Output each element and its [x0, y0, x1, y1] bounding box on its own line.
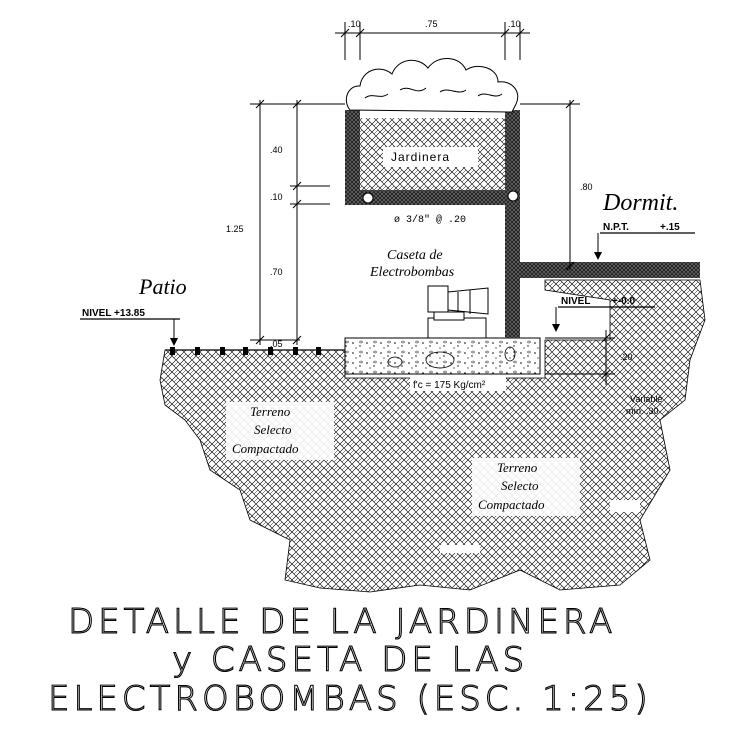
dim-variable: Variable — [630, 394, 662, 404]
nivel-interior-label: NIVEL — [561, 296, 590, 307]
caseta-label-line2: Electrobombas — [369, 265, 455, 280]
concrete-label: f'c = 175 Kg/cm² — [413, 380, 486, 391]
npt-value: +.15 — [660, 222, 680, 233]
npt-label: N.P.T. — [603, 222, 629, 233]
dim-top-left-wall: .10 — [348, 19, 361, 29]
room-floor — [505, 262, 700, 278]
caseta-label-line1: Caseta de — [387, 248, 443, 263]
terreno1-line1: Terreno — [250, 404, 291, 419]
dim-min-030: mín. .30 — [626, 406, 659, 416]
dim-h-005: .05 — [270, 339, 283, 349]
terreno2-line2: Selecto — [501, 478, 539, 493]
patio-label: Patio — [138, 274, 187, 299]
concrete-slab — [344, 337, 541, 375]
terreno2-line3: Compactado — [478, 497, 545, 512]
planter-floor — [345, 190, 520, 205]
pump-icon — [427, 285, 489, 339]
dim-h-040: .40 — [270, 145, 283, 155]
left-wall — [345, 110, 360, 205]
title-line1: DETALLE DE LA JARDINERA — [68, 602, 616, 642]
dim-h-125: 1.25 — [226, 224, 244, 234]
terreno1-line2: Selecto — [254, 422, 292, 437]
right-wall — [505, 110, 520, 338]
title-line2: y CASETA DE LAS — [172, 640, 528, 680]
title-line3: ELECTROBOMBAS (ESC. 1:25) — [48, 679, 652, 719]
dim-h-070: .70 — [270, 267, 283, 277]
dim-h-010: .10 — [270, 192, 283, 202]
terreno2-line1: Terreno — [497, 460, 538, 475]
dim-top-right-wall: .10 — [508, 19, 521, 29]
dim-h-080: .80 — [580, 182, 593, 192]
dormit-label: Dormit. — [602, 190, 678, 216]
nivel-patio-label: NIVEL +13.85 — [82, 308, 145, 319]
dim-h-020: .20 — [620, 352, 633, 362]
terreno1-line3: Compactado — [232, 441, 299, 456]
jardinera-label: Jardinera — [391, 150, 450, 164]
dim-top-width: .75 — [425, 19, 438, 29]
rebar-label: ø 3/8" @ .20 — [394, 214, 466, 226]
shrub — [345, 58, 519, 113]
nivel-interior-value: +-0.0 — [612, 296, 636, 307]
